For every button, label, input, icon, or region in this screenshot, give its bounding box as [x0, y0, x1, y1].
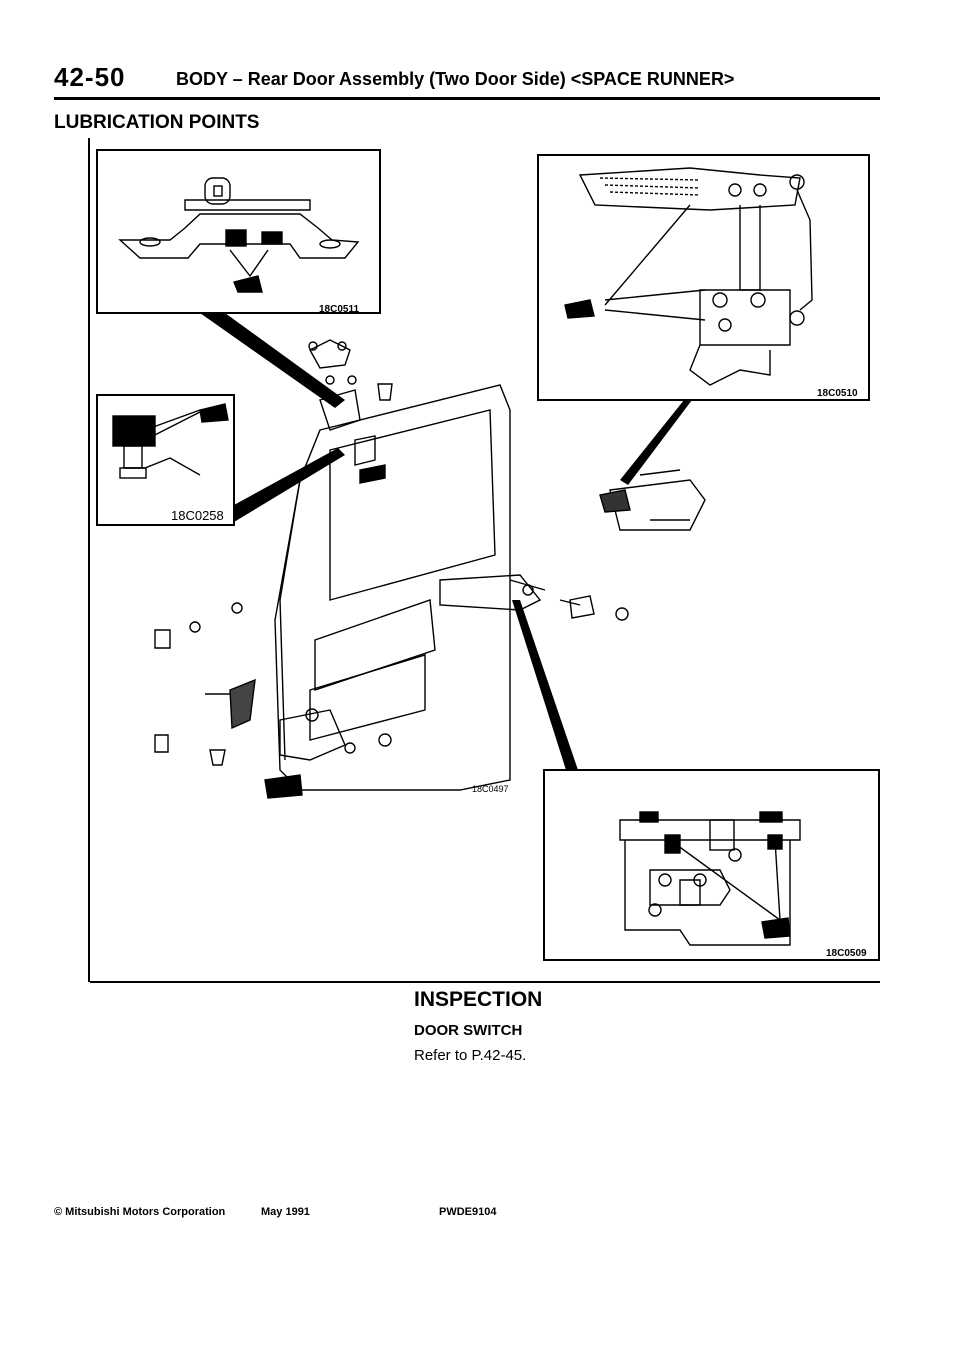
inset-top-left	[96, 149, 381, 314]
inset-bottom-right	[543, 769, 880, 961]
code-18c0497: 18C0497	[472, 784, 509, 794]
code-18c0509: 18C0509	[826, 948, 867, 959]
title-rule	[54, 97, 880, 100]
inset-left	[96, 394, 235, 526]
footer-copyright: © Mitsubishi Motors Corporation	[54, 1206, 226, 1218]
door-drawing	[154, 339, 706, 799]
leader-wedges	[200, 313, 692, 770]
code-18c0511: 18C0511	[319, 304, 359, 315]
section-rule	[90, 981, 880, 983]
code-18c0510: 18C0510	[817, 388, 858, 399]
inset-top-right	[537, 154, 870, 401]
page-number: 42-50	[54, 62, 126, 92]
door-switch-text: Refer to P.42-45.	[414, 1047, 527, 1064]
inspection-heading: INSPECTION	[414, 988, 543, 1011]
code-18c0258: 18C0258	[171, 508, 224, 523]
footer-code: PWDE9104	[439, 1206, 497, 1218]
section-heading: LUBRICATION POINTS	[54, 112, 260, 133]
door-switch-heading: DOOR SWITCH	[414, 1022, 523, 1039]
page-title: BODY – Rear Door Assembly (Two Door Side…	[176, 69, 735, 89]
footer-date: May 1991	[261, 1206, 310, 1218]
